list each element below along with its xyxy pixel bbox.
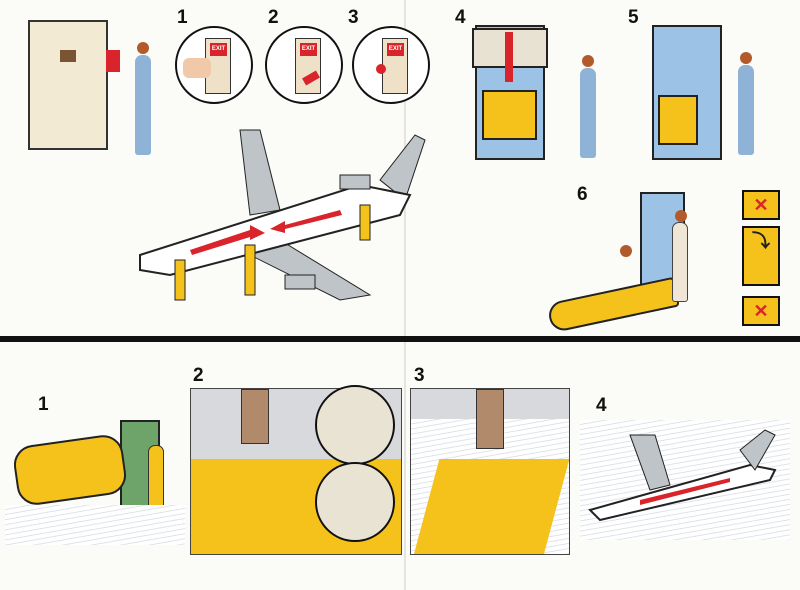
step-3-circle: EXIT	[352, 26, 430, 104]
crew-head	[582, 55, 594, 67]
step-number: 4	[596, 395, 607, 416]
step-1-circle: EXIT	[175, 26, 253, 104]
step-number: 1	[177, 7, 188, 28]
divider-band	[0, 336, 800, 342]
crew-member	[580, 68, 596, 158]
airplane-evacuation-diagram	[139, 129, 426, 301]
slide	[244, 244, 256, 296]
deploying-slide	[658, 95, 698, 145]
crew-head	[137, 42, 149, 54]
step-number: 3	[414, 365, 425, 386]
step-number: 4	[455, 7, 466, 28]
step-number: 1	[38, 394, 49, 415]
step-number: 6	[577, 184, 588, 205]
step-number: 2	[268, 7, 279, 28]
engine	[284, 274, 316, 290]
slide	[174, 259, 186, 301]
water	[5, 505, 185, 545]
step-number: 5	[628, 7, 639, 28]
page-fold	[404, 0, 406, 590]
no-high-heels-icon: ✕	[742, 296, 780, 326]
no-luggage-icon: ✕	[742, 190, 780, 220]
raft-seated-scene	[410, 388, 570, 555]
up-arrow-icon	[505, 32, 513, 82]
ditching-airplane-scene	[580, 420, 790, 540]
crew-head	[675, 210, 687, 222]
slide-jump-icon: ⤵	[742, 226, 780, 286]
step-2-circle: EXIT	[265, 26, 343, 104]
passenger-head	[620, 245, 632, 257]
exit-sign	[106, 50, 120, 72]
inflated-slide	[546, 276, 680, 334]
escape-arrow	[270, 210, 342, 233]
detail-circle-1	[315, 385, 395, 465]
life-raft	[11, 432, 129, 508]
door-window	[60, 50, 76, 62]
packed-slide	[482, 90, 537, 140]
crew-member	[738, 65, 754, 155]
slide	[359, 204, 371, 241]
escape-arrow	[190, 225, 265, 255]
step-number: 3	[348, 7, 359, 28]
cabin-door-scene	[28, 20, 108, 150]
detail-circle-2	[315, 462, 395, 542]
crew-member	[672, 222, 688, 302]
step-number: 2	[193, 365, 204, 386]
crew-member	[135, 55, 151, 155]
crew-head	[740, 52, 752, 64]
engine	[339, 174, 371, 190]
wing-top	[239, 129, 281, 216]
